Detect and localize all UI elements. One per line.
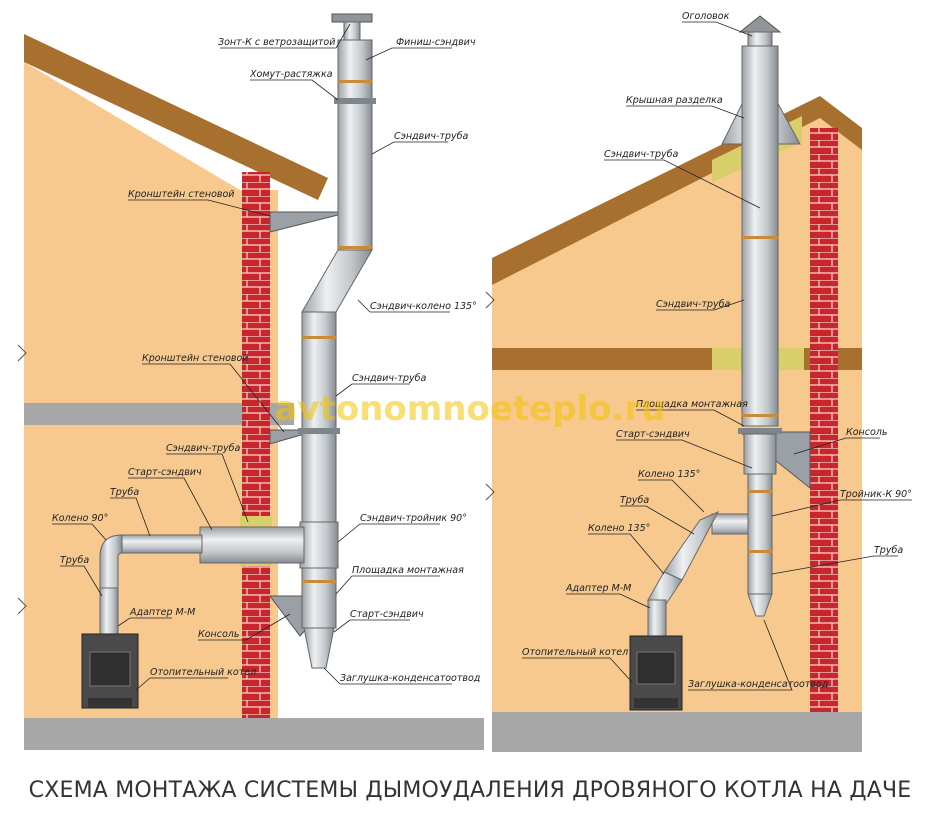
left-condensate-plug (303, 627, 335, 669)
left-floor-slab (24, 403, 294, 425)
left-elbow-135 (301, 249, 373, 313)
label-right-console: Консоль (846, 427, 887, 438)
left-ring-3 (302, 336, 336, 339)
left-tee (299, 521, 339, 569)
left-pipe-low (301, 567, 337, 629)
label-right-start-sandwich: Старт-сэндвич (616, 429, 690, 440)
left-house (17, 13, 484, 750)
right-boiler-base (634, 698, 678, 708)
label-right-adapter: Адаптер М-М (565, 583, 631, 594)
label-right-cap: Оголовок (682, 11, 730, 22)
left-ring-1 (338, 80, 372, 83)
label-right-elbow135-a: Колено 135° (638, 469, 700, 480)
label-tee90: Сэндвич-тройник 90° (360, 513, 467, 524)
left-horizontal-sandwich (199, 526, 305, 564)
right-ring-3 (748, 490, 772, 493)
right-ring-2 (742, 414, 778, 417)
label-sandwich-pipe-wall: Сэндвич-труба (166, 443, 240, 454)
right-condensate-plug (747, 593, 773, 617)
right-house (485, 15, 862, 752)
label-pipe-upper: Труба (110, 487, 139, 498)
right-ring-4 (748, 550, 772, 553)
label-right-tee-k90: Тройник-К 90° (840, 489, 912, 500)
left-horizontal-pipe (121, 534, 203, 554)
right-pipe-low (747, 473, 773, 595)
left-wall-lower (24, 425, 278, 720)
right-ceiling-beam (492, 348, 862, 370)
label-bracket-mid: Кронштейн стеновой (142, 353, 249, 364)
left-ring-2 (338, 246, 372, 249)
left-wall-upper (24, 62, 278, 403)
label-bracket-top: Кронштейн стеновой (128, 189, 235, 200)
watermark-text: avtonomnoeteplo.ru (275, 389, 666, 429)
right-platform (738, 428, 782, 434)
right-brick-chimney-wall (810, 128, 838, 712)
left-rain-cap (331, 13, 373, 23)
label-right-roof-cut: Крышная разделка (626, 95, 723, 106)
left-boiler-door (89, 651, 131, 687)
left-break-mark-2 (17, 597, 27, 615)
right-break-mark-2 (485, 483, 495, 501)
label-right-sandwich-pipe-top: Сэндвич-труба (604, 149, 678, 160)
label-sandwich-pipe-mid: Сэндвич-труба (352, 373, 426, 384)
label-right-pipe-b: Труба (874, 545, 903, 556)
right-break-mark-1 (485, 291, 495, 309)
label-right-plug: Заглушка-конденсатоотвод (688, 679, 829, 690)
label-right-sandwich-pipe-mid: Сэндвич-труба (656, 299, 730, 310)
left-clamp-mid (298, 428, 340, 434)
left-labels: Зонт-К с ветрозащитой Финиш-сэндвич Хому… (52, 23, 481, 691)
label-start-sandwich-wall: Старт-сэндвич (128, 467, 202, 478)
left-roof-beam (24, 34, 328, 200)
right-start-sandwich (743, 433, 777, 475)
left-boiler-base (88, 698, 132, 708)
right-boiler-door (636, 651, 676, 685)
label-console: Консоль (198, 629, 239, 640)
label-right-pipe-a: Труба (620, 495, 649, 506)
label-finish: Финиш-сэндвич (396, 37, 476, 48)
label-platform: Площадка монтажная (352, 565, 464, 576)
left-break-mark-1 (17, 344, 27, 362)
label-boiler: Отопительный котел (150, 667, 256, 678)
label-right-elbow135-b: Колено 135° (588, 523, 650, 534)
left-cap-neck (343, 21, 361, 41)
right-ring-1 (742, 236, 778, 239)
label-adapter: Адаптер М-М (129, 607, 195, 618)
right-wall-upper (492, 112, 862, 348)
label-sandwich-pipe-top: Сэндвич-труба (394, 131, 468, 142)
right-vertical-pipe (647, 599, 667, 637)
diagram-caption: СХЕМА МОНТАЖА СИСТЕМЫ ДЫМОУДАЛЕНИЯ ДРОВЯ… (28, 778, 912, 803)
left-brick-chimney-wall (242, 172, 270, 718)
right-cap (738, 15, 782, 33)
left-ring-4 (302, 580, 336, 583)
left-ground (24, 718, 484, 750)
right-tee-branch (711, 513, 749, 535)
left-bracket-top (269, 211, 351, 233)
label-start-sandwich-bottom: Старт-сэндвич (350, 609, 424, 620)
left-vertical-pipe (99, 587, 119, 635)
label-right-boiler: Отопительный котел (522, 647, 628, 658)
label-elbow135: Сэндвич-колено 135° (370, 301, 477, 312)
label-zont: Зонт-К с ветрозащитой (218, 37, 335, 48)
left-pipe-top (337, 39, 373, 251)
label-right-platform: Площадка монтажная (636, 399, 748, 410)
right-labels: Оголовок Крышная разделка Сэндвич-труба … (522, 11, 912, 691)
label-khomut: Хомут-растяжка (249, 69, 333, 80)
label-elbow90: Колено 90° (52, 513, 108, 524)
right-ground (492, 712, 862, 752)
label-pipe-lower: Труба (60, 555, 89, 566)
left-clamp-top (334, 98, 376, 104)
right-cap-neck (747, 31, 773, 47)
label-plug: Заглушка-конденсатоотвод (340, 673, 481, 684)
